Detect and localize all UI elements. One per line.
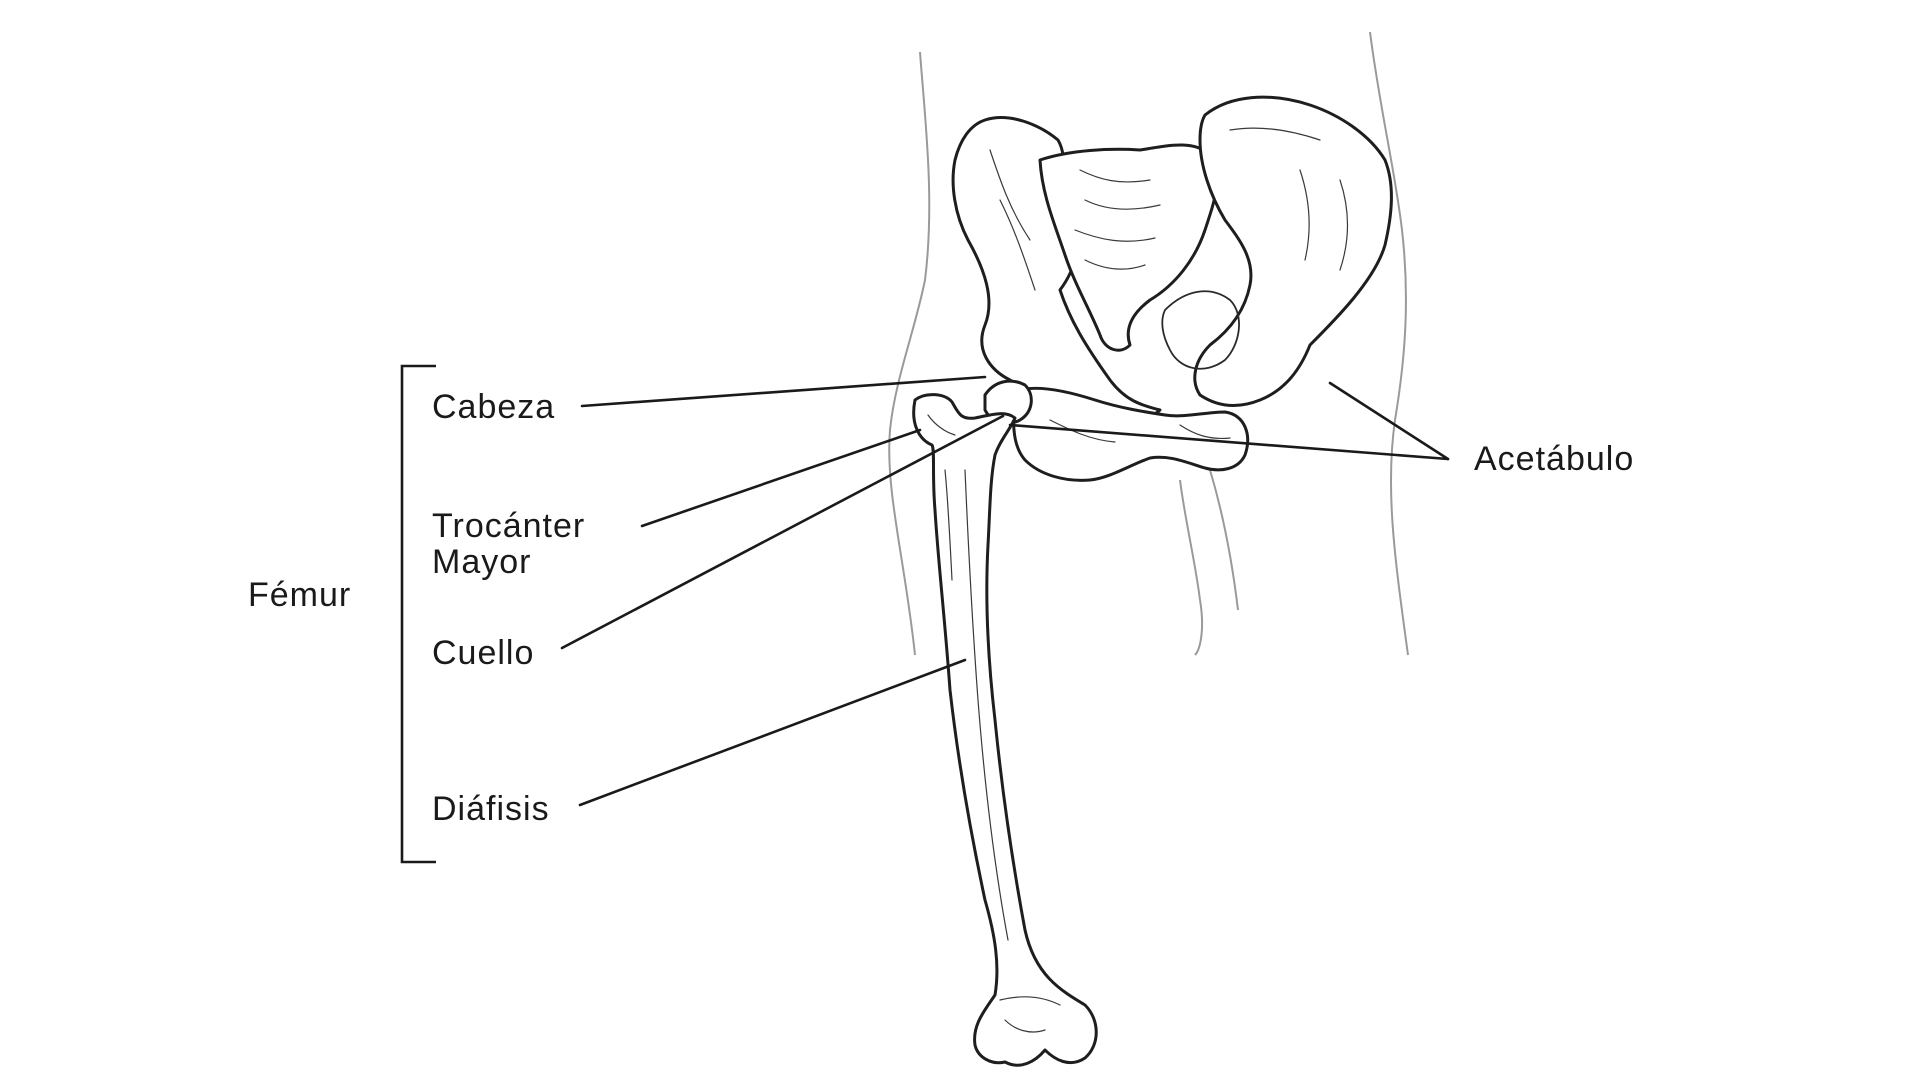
pelvis [951,95,1393,482]
label-trocanter-mayor-line1: Trocánter [432,507,585,545]
acetabulo-leader-upper [1328,381,1450,461]
femur-bracket [400,364,436,864]
label-cabeza: Cabeza [432,388,555,426]
label-femur: Fémur [248,576,351,614]
label-diafisis: Diáfisis [432,790,550,828]
leader-lines [560,375,1450,807]
diafisis-leader [578,658,967,807]
cuello-leader [560,414,1005,650]
label-cuello: Cuello [432,634,534,672]
femur-bone [912,379,1098,1067]
trocanter-leader [640,428,922,528]
cabeza-leader [580,375,987,408]
label-trocanter-mayor-line2: Mayor [432,543,531,581]
label-acetabulo: Acetábulo [1474,440,1634,478]
acetabulo-leader-lower [1008,423,1450,461]
body-silhouette [888,31,1409,656]
